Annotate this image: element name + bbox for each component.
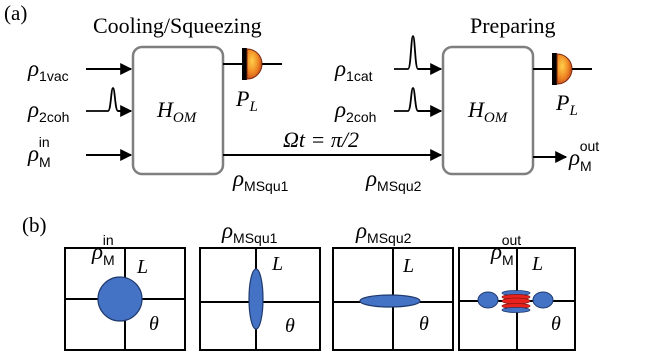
panel-4-lobe-left — [477, 291, 499, 309]
panel-4-axis-x-label: θ — [551, 313, 561, 335]
section-title-preparing: Preparing — [470, 13, 556, 38]
panel-1-axis-x-label: θ — [149, 313, 159, 335]
output-rho-m-out: ρMout — [568, 138, 599, 174]
phase-space-panel-3: ρMSqu2 L θ — [332, 218, 454, 351]
panel-3-axis-y-label: L — [402, 255, 414, 277]
detector-1-icon — [246, 48, 263, 80]
pulse-2coh-2 — [394, 87, 419, 112]
panel-4-axis-y-label: L — [531, 253, 543, 275]
panel-3-title: ρMSqu2 — [355, 218, 412, 246]
panel-3-axis-x-label: θ — [419, 313, 429, 335]
input-rho-1vac: ρ1vac — [27, 56, 69, 84]
phase-space-panel-1: ρMin L θ — [64, 232, 186, 351]
panel-b-label: (b) — [22, 213, 47, 237]
panel-1-axis-y-label: L — [136, 256, 148, 278]
state-msqu2-label: ρMSqu2 — [365, 166, 422, 194]
detector-1-label: PL — [235, 86, 258, 115]
pulse-2coh-1 — [86, 87, 131, 112]
pulse-1cat — [394, 35, 419, 70]
detector-2-label: PL — [555, 90, 578, 119]
hamiltonian-box-1 — [131, 45, 225, 176]
panel-1-state-disc — [97, 276, 143, 322]
panel-a: (a) Cooling/Squeezing Preparing HOM HOM … — [4, 1, 599, 194]
section-title-cooling: Cooling/Squeezing — [93, 13, 262, 38]
hamiltonian-1-label: HOM — [156, 97, 198, 126]
panel-2-axis-y-label: L — [271, 253, 283, 275]
panel-4-title: ρMout — [490, 232, 521, 268]
panel-2-title: ρMSqu1 — [221, 218, 278, 246]
panel-3-state-ellipse — [359, 294, 421, 308]
hamiltonian-2-label: HOM — [467, 97, 509, 126]
panel-2-frame — [199, 247, 321, 351]
input-rho-1cat: ρ1cat — [334, 56, 373, 84]
state-msqu1-label: ρMSqu1 — [232, 166, 289, 194]
panel-b: (b) ρMin L θ ρMSqu1 L θ ρMSqu2 — [22, 213, 576, 351]
detector-2-plate — [552, 53, 557, 85]
hamiltonian-box-2 — [441, 45, 535, 176]
phase-space-panel-2: ρMSqu1 L θ — [199, 218, 321, 351]
detector-1-plate — [242, 48, 247, 80]
panel-2-state-ellipse — [248, 268, 264, 330]
evolution-label: Ωt = π/2 — [283, 127, 359, 152]
panel-a-label: (a) — [4, 1, 27, 25]
panel-4-lobe-right — [532, 291, 554, 309]
input-rho-2coh-2: ρ2coh — [334, 97, 376, 125]
detector-2-icon — [556, 53, 573, 85]
phase-space-panel-4: ρMout L θ — [458, 232, 576, 351]
input-rho-2coh-1: ρ2coh — [27, 97, 69, 125]
input-rho-m-in: ρMin — [27, 134, 51, 170]
panel-4-fringe-blue-2 — [501, 307, 531, 313]
panel-1-title: ρMin — [91, 232, 115, 268]
panel-2-axis-x-label: θ — [285, 315, 295, 337]
